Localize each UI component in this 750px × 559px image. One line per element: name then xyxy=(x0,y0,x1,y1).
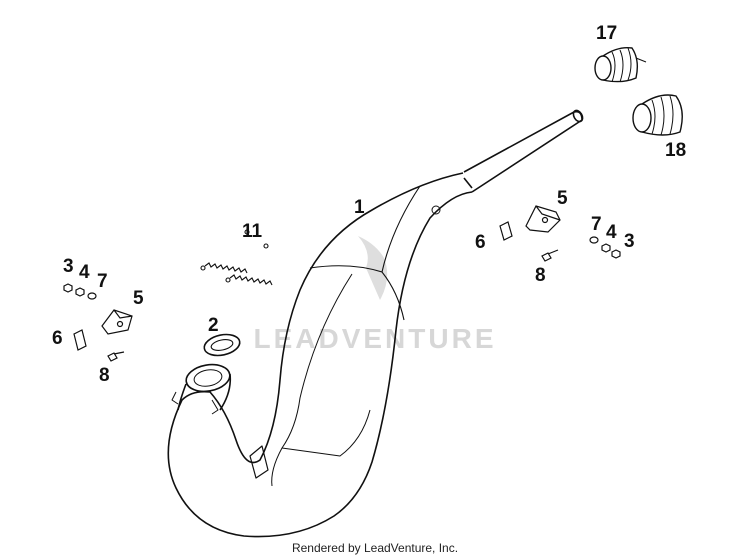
sleeve17-body xyxy=(602,46,639,83)
pipe-inlet-neck xyxy=(177,373,232,411)
label-right-4: 4 xyxy=(606,222,617,243)
footer-credit: Rendered by LeadVenture, Inc. xyxy=(291,541,459,555)
pipe-emblem xyxy=(431,205,441,215)
right-bracket-5 xyxy=(525,205,561,233)
right-bolt-8 xyxy=(541,249,559,262)
sleeve18-ribs xyxy=(651,95,674,136)
sleeve18-front xyxy=(632,103,652,133)
left-washer-7 xyxy=(87,292,97,300)
left-mount-hardware[interactable] xyxy=(63,283,133,362)
sleeve18-body xyxy=(641,94,683,136)
label-right-8: 8 xyxy=(535,265,546,286)
spring-upper xyxy=(204,262,248,274)
left-nut-4 xyxy=(75,287,85,297)
label-right-7: 7 xyxy=(591,214,602,235)
label-right-3: 3 xyxy=(624,231,635,252)
watermark: LEADVENTURE xyxy=(253,236,496,354)
label-part-18: 18 xyxy=(665,140,686,161)
pipe-mount-tab xyxy=(249,445,269,479)
pipe-inlet-flange xyxy=(185,363,231,393)
part-labels: 1 2 11 17 18 5 6 8 7 4 3 3 4 7 5 6 8 xyxy=(52,23,686,386)
left-bolt-8 xyxy=(107,351,125,362)
label-left-6: 6 xyxy=(52,328,63,349)
label-right-6: 6 xyxy=(475,232,486,253)
left-nut-3 xyxy=(63,283,73,293)
springs-part-11[interactable] xyxy=(200,229,273,286)
gasket-part-2[interactable] xyxy=(202,331,241,358)
label-right-5: 5 xyxy=(557,188,568,209)
sleeve17-front xyxy=(594,55,612,81)
label-part-17: 17 xyxy=(596,23,617,44)
sleeve17-ribs xyxy=(611,47,632,83)
sleeve-part-17[interactable] xyxy=(594,46,647,83)
label-left-5: 5 xyxy=(133,288,144,309)
chamber-bottom-line xyxy=(271,447,283,487)
pipe-inlet-inner xyxy=(193,369,223,387)
label-left-4: 4 xyxy=(79,262,90,283)
tail-pipe-end xyxy=(572,109,584,123)
right-clip-6 xyxy=(499,221,513,241)
exhaust-pipe-part-1[interactable] xyxy=(167,109,584,538)
left-clip-6 xyxy=(73,329,87,351)
chamber-seam-upper xyxy=(381,185,421,273)
right-nut-4 xyxy=(601,243,611,253)
watermark-logo-shape xyxy=(358,236,388,300)
right-washer-7 xyxy=(589,236,599,244)
right-mount-hardware[interactable] xyxy=(499,205,621,262)
chamber-body-outline xyxy=(167,172,473,538)
spring-lower xyxy=(229,274,273,286)
sleeve-part-18[interactable] xyxy=(632,94,683,136)
label-part-11: 11 xyxy=(242,221,263,242)
pipe-spring-hook-2 xyxy=(211,399,219,415)
left-bracket-5 xyxy=(101,309,133,335)
pipe-spring-hook-1 xyxy=(171,391,179,405)
label-part-1: 1 xyxy=(354,197,365,218)
gasket-outer xyxy=(203,333,241,357)
gasket-inner xyxy=(210,339,234,351)
label-left-3: 3 xyxy=(63,256,74,277)
chamber-panel-line xyxy=(281,273,371,457)
tail-pipe xyxy=(463,110,583,193)
right-nut-3 xyxy=(611,249,621,259)
watermark-text: LEADVENTURE xyxy=(253,323,496,354)
label-part-2: 2 xyxy=(208,315,219,336)
chamber-seam-lower xyxy=(309,265,405,321)
label-left-8: 8 xyxy=(99,365,110,386)
label-left-7: 7 xyxy=(97,271,108,292)
